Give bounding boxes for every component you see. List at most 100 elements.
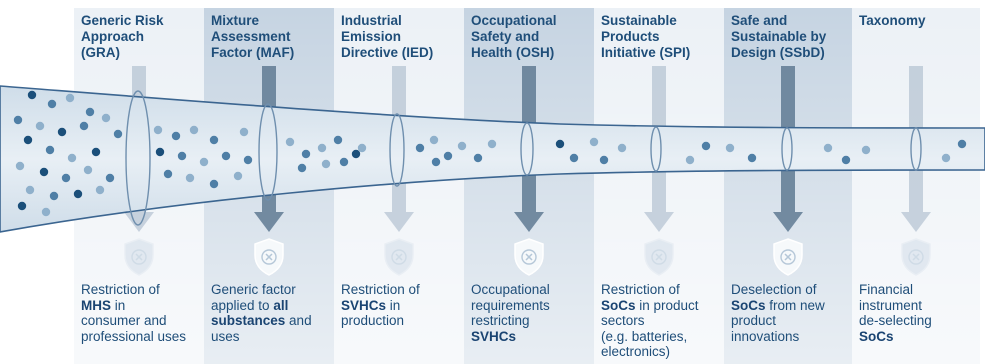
description-text: Deselection of <box>731 282 817 297</box>
particle <box>25 185 35 195</box>
particle <box>57 127 67 137</box>
particle <box>83 165 93 175</box>
particle <box>357 143 367 153</box>
title-line: Products <box>601 29 660 44</box>
title-line: Mixture <box>211 13 260 28</box>
shield-x-icon <box>384 238 414 276</box>
particle <box>13 115 23 125</box>
particle <box>555 139 565 149</box>
particle <box>243 155 253 165</box>
description-text: de-selecting <box>859 313 932 328</box>
description-text: in <box>386 297 401 313</box>
particle <box>73 189 83 199</box>
description-text: and <box>285 313 312 328</box>
description-text: Occupational <box>471 282 550 297</box>
particle <box>487 139 497 149</box>
filter-ring <box>650 126 662 172</box>
title-line: Directive (IED) <box>341 45 434 60</box>
filter-ring <box>910 127 922 171</box>
particle <box>101 113 111 123</box>
description-line: sectors <box>601 313 729 329</box>
particle <box>443 151 453 161</box>
description-text: innovations <box>731 328 800 344</box>
title-line: Sustainable <box>601 13 677 28</box>
description-text: Restriction of <box>81 282 160 297</box>
shield-x-icon <box>124 238 154 276</box>
particle <box>61 173 71 183</box>
particle <box>431 157 441 167</box>
particle <box>747 153 757 163</box>
particle <box>569 153 579 163</box>
particle <box>285 137 295 147</box>
description-line: SVHCs in <box>341 298 469 314</box>
description-line: Deselection of <box>731 282 859 298</box>
particle <box>45 145 55 155</box>
description-line: Generic factor <box>211 282 339 298</box>
description-line: MHS in <box>81 298 209 314</box>
description-text: (e.g. batteries, <box>601 328 688 344</box>
description-text: in <box>111 297 126 313</box>
title-line: Occupational <box>471 13 557 28</box>
particle <box>941 153 951 163</box>
description-line: Restriction of <box>601 282 729 298</box>
description-line: SoCs from new <box>731 298 859 314</box>
title-line: Generic Risk <box>81 13 164 28</box>
filter-ring <box>520 122 534 176</box>
description-emphasis: SVHCs <box>471 328 517 344</box>
description-text: Financial <box>859 282 914 297</box>
particle <box>35 121 45 131</box>
particle <box>429 135 439 145</box>
shield-x-icon <box>644 238 674 276</box>
particle <box>17 201 27 211</box>
description-line: SoCs in product <box>601 298 729 314</box>
particle <box>95 185 105 195</box>
particle <box>317 143 327 153</box>
particle <box>105 173 115 183</box>
title-line: Sustainable by <box>731 29 827 44</box>
description-line: substances and <box>211 313 339 329</box>
title-line: Taxonomy <box>859 13 926 28</box>
particle <box>79 121 89 131</box>
particle <box>301 149 311 159</box>
particle <box>339 157 349 167</box>
description-line: applied to all <box>211 298 339 314</box>
funnel-body <box>0 85 985 233</box>
description-line: Restriction of <box>341 282 469 298</box>
particle <box>239 127 249 137</box>
particle <box>47 99 57 109</box>
particle <box>685 155 695 165</box>
shield-x-icon <box>901 238 931 276</box>
particle <box>65 93 75 103</box>
filter-ring <box>258 103 278 201</box>
description-text: production <box>341 313 405 328</box>
particle <box>823 143 833 153</box>
shield-x-icon <box>514 238 544 276</box>
particle <box>617 143 627 153</box>
filter-ring <box>125 90 151 226</box>
particle <box>199 157 209 167</box>
description-text: uses <box>211 328 240 344</box>
description-line: professional uses <box>81 329 209 345</box>
description-text: requirements <box>471 297 550 313</box>
description-line: Restriction of <box>81 282 209 298</box>
column-title-taxonomy: Taxonomy <box>859 13 985 29</box>
particle <box>153 125 163 135</box>
description-line: requirements <box>471 298 599 314</box>
particle <box>171 131 181 141</box>
particle <box>185 173 195 183</box>
description-emphasis: SoCs <box>731 297 766 313</box>
title-line: Industrial <box>341 13 402 28</box>
particle <box>333 135 343 145</box>
description-text: consumer and <box>81 313 167 328</box>
description-line: production <box>341 313 469 329</box>
